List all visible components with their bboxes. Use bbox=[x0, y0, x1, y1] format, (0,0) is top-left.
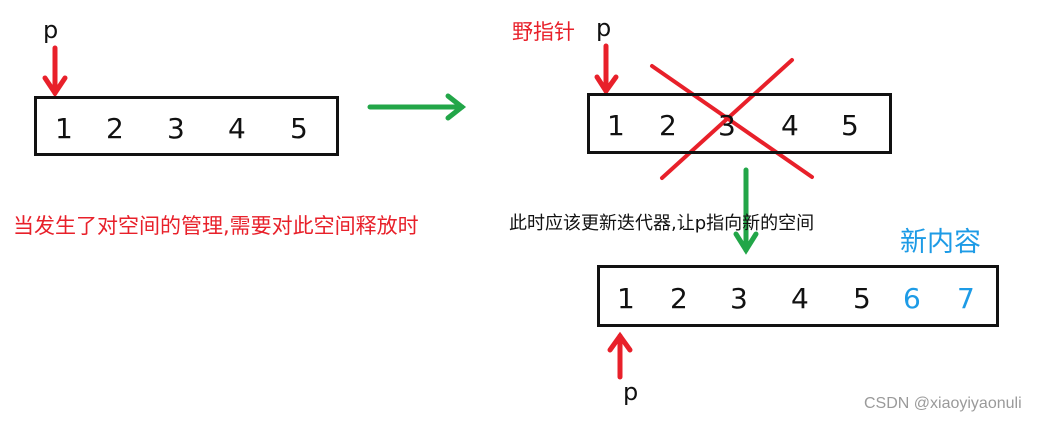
flow-arrow-right-icon bbox=[367, 93, 467, 121]
array-cell: 5 bbox=[853, 282, 871, 315]
array-box-original: 1 2 3 4 5 bbox=[34, 96, 339, 156]
array-cell-new: 7 bbox=[957, 282, 975, 315]
array-cell: 5 bbox=[841, 109, 859, 142]
array-cell: 3 bbox=[167, 112, 185, 145]
array-cell: 2 bbox=[106, 112, 124, 145]
pointer-label: p bbox=[623, 378, 639, 406]
array-cell: 2 bbox=[659, 109, 677, 142]
flow-arrow-down-icon bbox=[733, 167, 759, 255]
array-cell: 3 bbox=[718, 109, 736, 142]
array-cell: 1 bbox=[617, 282, 635, 315]
array-cell: 4 bbox=[228, 112, 246, 145]
pointer-label: p bbox=[43, 16, 59, 44]
cross-out-icon bbox=[650, 58, 814, 180]
array-cell: 1 bbox=[55, 112, 73, 145]
array-cell: 2 bbox=[670, 282, 688, 315]
array-box-new: 1 2 3 4 5 6 7 bbox=[597, 265, 999, 327]
caption-release: 当发生了对空间的管理,需要对此空间释放时 bbox=[13, 214, 419, 238]
pointer-label: p bbox=[596, 14, 612, 42]
array-cell: 5 bbox=[290, 112, 308, 145]
array-cell: 4 bbox=[791, 282, 809, 315]
array-box-freed: 1 2 3 4 5 bbox=[587, 93, 892, 154]
caption-update-iterator: 此时应该更新迭代器,让p指向新的空间 bbox=[509, 213, 815, 234]
new-content-annotation: 新内容 bbox=[900, 227, 981, 258]
array-cell-new: 6 bbox=[903, 282, 921, 315]
pointer-arrow-icon bbox=[594, 43, 619, 96]
array-cell: 3 bbox=[730, 282, 748, 315]
array-cell: 4 bbox=[781, 109, 799, 142]
pointer-arrow-icon bbox=[42, 45, 68, 98]
dangling-pointer-annotation: 野指针 bbox=[512, 20, 575, 44]
array-cell: 1 bbox=[607, 109, 625, 142]
watermark: CSDN @xiaoyiyaonuli bbox=[864, 395, 1022, 412]
pointer-arrow-up-icon bbox=[607, 331, 633, 380]
